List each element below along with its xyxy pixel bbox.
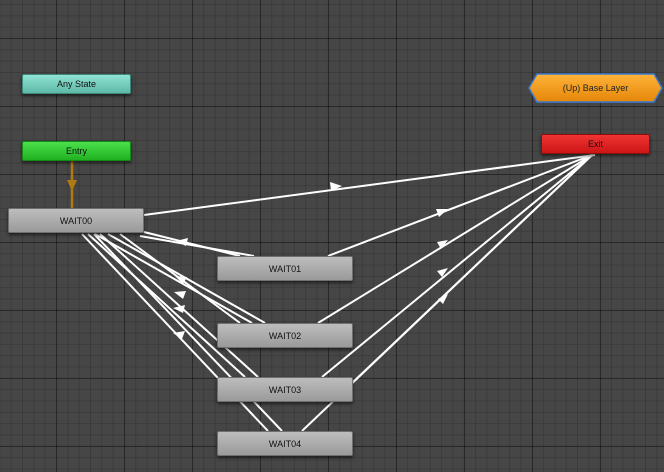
transition-wait02-wait00[interactable] — [107, 233, 266, 324]
arrow-triangle-icon — [437, 240, 448, 249]
state-wait00[interactable]: WAIT00 — [8, 208, 144, 233]
arrow-triangle-icon — [437, 268, 448, 277]
arrow-triangle-icon — [176, 238, 188, 246]
state-label: Exit — [587, 139, 603, 149]
transition-wait00-wait03[interactable] — [87, 233, 246, 378]
state-up-base-layer[interactable]: (Up) Base Layer — [528, 73, 663, 103]
transition-wait01-exit[interactable] — [327, 154, 593, 257]
transition-wait01-wait00[interactable] — [139, 235, 255, 257]
state-wait01[interactable]: WAIT01 — [217, 256, 353, 281]
state-label: WAIT04 — [268, 438, 302, 449]
state-label: WAIT03 — [268, 384, 302, 395]
transition-wait00-wait02[interactable] — [94, 233, 253, 324]
state-label: WAIT02 — [268, 330, 302, 341]
arrow-triangle-icon — [173, 331, 185, 339]
arrow-triangle-icon — [438, 294, 448, 304]
state-wait03[interactable]: WAIT03 — [217, 377, 353, 402]
transition-wait03-exit[interactable] — [321, 154, 593, 378]
transition-wait00-exit[interactable] — [143, 154, 596, 216]
state-any-state[interactable]: Any State — [22, 74, 131, 94]
transition-wait00-wait01[interactable] — [143, 231, 241, 257]
arrow-triangle-icon — [174, 291, 186, 299]
state-label: Any State — [56, 79, 97, 89]
state-label: WAIT00 — [59, 215, 93, 226]
state-entry[interactable]: Entry — [22, 141, 131, 161]
arrow-triangle-icon — [436, 209, 448, 217]
transition-wait03-wait00[interactable] — [99, 233, 259, 378]
arrow-triangle-icon — [175, 276, 187, 284]
transition-wait02-exit[interactable] — [317, 154, 593, 324]
arrow-triangle-icon — [67, 180, 77, 191]
state-wait04[interactable]: WAIT04 — [217, 431, 353, 456]
arrow-triangle-icon — [330, 182, 342, 191]
state-label: (Up) Base Layer — [562, 83, 629, 93]
state-label: WAIT01 — [268, 263, 302, 274]
hexagon-shape — [528, 73, 663, 103]
state-wait02[interactable]: WAIT02 — [217, 323, 353, 348]
state-label: Entry — [65, 146, 87, 156]
state-exit[interactable]: Exit — [541, 134, 650, 154]
arrow-triangle-icon — [173, 305, 185, 313]
